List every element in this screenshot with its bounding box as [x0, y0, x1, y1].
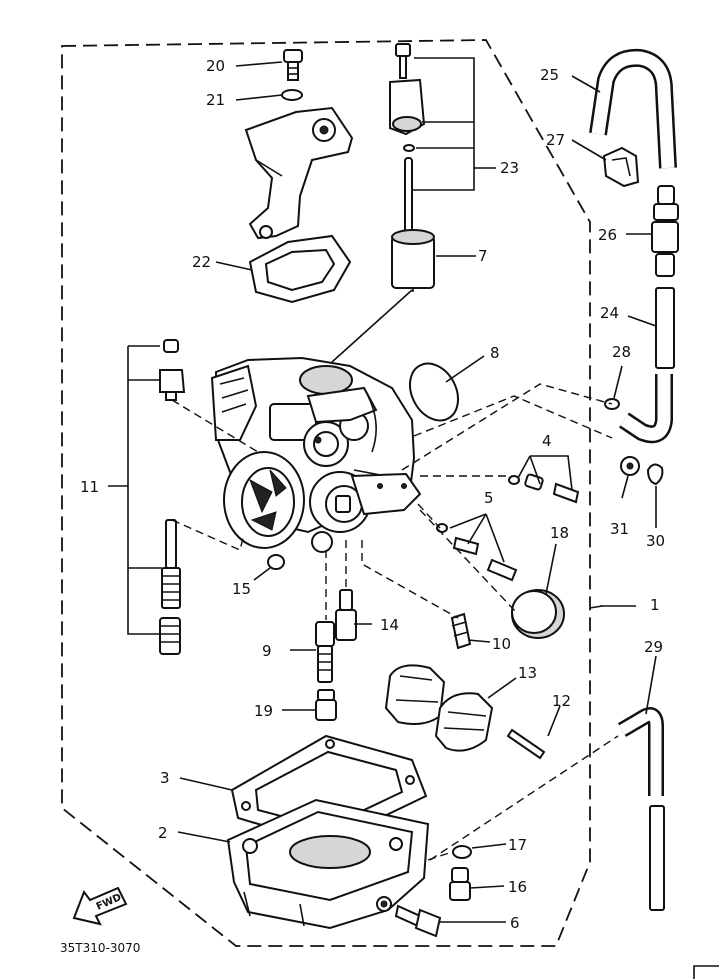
- part-main-jet-14: [335, 589, 357, 641]
- callout-1: 1: [650, 596, 660, 614]
- callout-7: 7: [478, 247, 488, 265]
- callout-15: 15: [232, 580, 251, 598]
- callout-30: 30: [646, 532, 665, 550]
- callout-labels: 20 21 23 22 7 8 25 27 26 24 28 31 30 4 5…: [60, 57, 665, 955]
- part-float-13: [384, 664, 494, 752]
- callout-11: 11: [80, 478, 99, 496]
- callout-24: 24: [600, 304, 619, 322]
- part-float-bowl-2: [226, 798, 430, 930]
- callout-27: 27: [546, 131, 565, 149]
- callout-31: 31: [610, 520, 629, 538]
- part-washer-17: [452, 845, 472, 859]
- part-seal-8: [409, 362, 459, 422]
- callout-9: 9: [262, 642, 272, 660]
- callout-23: 23: [500, 159, 519, 177]
- part-jet-set-11: [159, 339, 186, 655]
- figure-code: 35T310-3070: [60, 941, 140, 955]
- part-jet-19: [315, 689, 337, 721]
- callout-28: 28: [612, 343, 631, 361]
- part-pin-12: [506, 728, 546, 760]
- part-joint-26: [651, 185, 679, 277]
- part-hose-24: [655, 287, 675, 369]
- callout-17: 17: [508, 836, 527, 854]
- callout-5: 5: [484, 489, 494, 507]
- fwd-arrow-icon: FWD: [72, 886, 128, 926]
- callout-20: 20: [206, 57, 225, 75]
- callout-19: 19: [254, 702, 273, 720]
- part-piston-7: [391, 229, 435, 292]
- part-ring-15: [267, 554, 285, 570]
- leader-lines: [108, 57, 657, 923]
- callout-13: 13: [518, 664, 537, 682]
- callout-26: 26: [598, 226, 617, 244]
- callout-22: 22: [192, 253, 211, 271]
- callout-29: 29: [644, 638, 663, 656]
- callout-16: 16: [508, 878, 527, 896]
- callout-14: 14: [380, 616, 399, 634]
- part-washer-21: [281, 89, 303, 101]
- part-hose-29: [617, 707, 665, 911]
- part-needle-valve-10: [450, 612, 472, 650]
- callout-18: 18: [550, 524, 569, 542]
- part-gasket-22: [248, 234, 352, 304]
- callout-10: 10: [492, 635, 511, 653]
- part-washer-31: [620, 456, 640, 476]
- assembly-guide-lines: [171, 383, 619, 861]
- part-drain-screw-6: [394, 904, 442, 938]
- callout-21: 21: [206, 91, 225, 109]
- part-screw-20: [283, 49, 303, 81]
- callout-3: 3: [160, 769, 170, 787]
- part-clip-27: [602, 146, 640, 188]
- corner-mark: [693, 965, 719, 979]
- part-screw-set-4: [508, 473, 580, 504]
- part-cap-18: [511, 589, 565, 639]
- part-carburetor-body: [210, 356, 422, 553]
- part-needle-jet-9: [315, 621, 335, 683]
- callout-2: 2: [158, 824, 168, 842]
- part-needle-assembly-23: [389, 43, 426, 235]
- callout-6: 6: [510, 914, 520, 932]
- callout-8: 8: [490, 344, 500, 362]
- assembly-boundary: [61, 39, 591, 947]
- part-screw-set-5: [436, 523, 518, 582]
- part-throttle-bracket: [244, 106, 354, 240]
- callout-4: 4: [542, 432, 552, 450]
- callout-25: 25: [540, 66, 559, 84]
- part-screw-16: [449, 867, 471, 901]
- callout-12: 12: [552, 692, 571, 710]
- part-cap-30: [646, 463, 664, 486]
